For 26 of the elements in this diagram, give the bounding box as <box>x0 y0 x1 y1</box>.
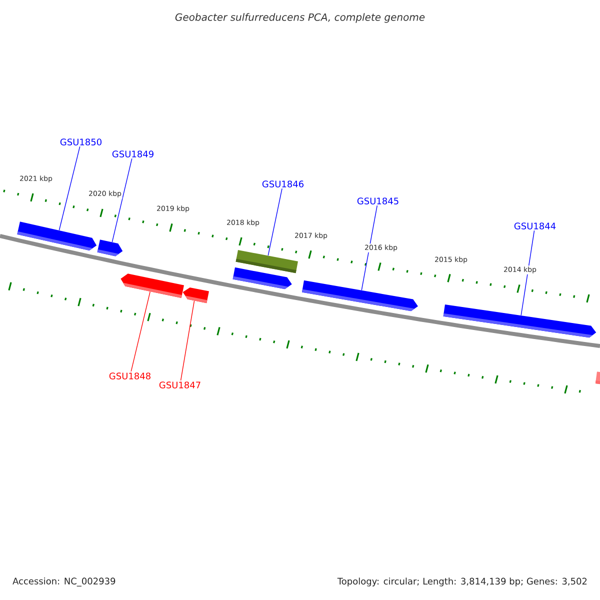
gene-label: GSU1850 <box>60 138 102 146</box>
genome-info-text: Topology: circular; Length: 3,814,139 bp; Genes: 3,502 <box>337 578 587 586</box>
accession-text: Accession: NC_002939 <box>12 578 116 586</box>
leader-line <box>112 158 132 242</box>
gene-feature <box>17 222 97 251</box>
leader-line <box>268 188 282 256</box>
gene-label: GSU1845 <box>357 198 398 204</box>
gene-feature <box>182 287 209 304</box>
leader-line <box>361 205 378 291</box>
gene-label: GSU1849 <box>112 150 154 158</box>
leader-line <box>130 291 150 372</box>
gene-label: GSU1846 <box>262 180 304 188</box>
gene-feature <box>120 274 184 298</box>
gene-feature <box>97 240 123 256</box>
title: Geobacter sulfurreducens PCA, complete genome <box>175 13 425 23</box>
gene-label: GSU1848 <box>109 372 150 380</box>
gene-feature <box>595 372 600 384</box>
gene-label: GSU1847 <box>159 382 200 388</box>
leader-line <box>180 300 195 381</box>
gene-feature <box>232 267 292 290</box>
leader-line <box>520 230 535 316</box>
gene-feature <box>236 250 298 274</box>
gene-label: GSU1844 <box>514 222 556 230</box>
gene-feature <box>443 304 596 338</box>
leader-line <box>58 146 80 231</box>
gene-feature <box>302 280 418 312</box>
